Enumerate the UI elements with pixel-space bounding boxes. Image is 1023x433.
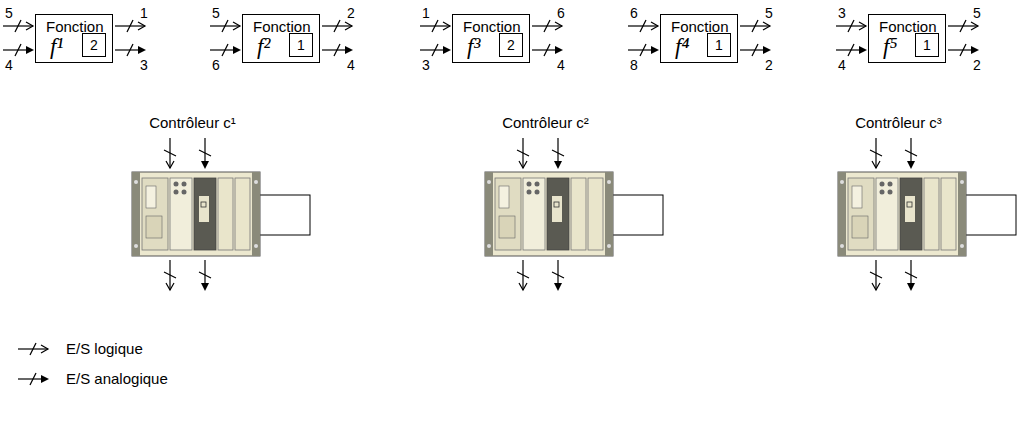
count-box: 2 (499, 33, 523, 57)
io-count: 5 (212, 6, 220, 21)
controller-name: Contrôleur c¹ (146, 114, 239, 132)
function-box: Fonctionf³2 (452, 14, 530, 63)
controller: Contrôleur c² (499, 114, 592, 132)
function-box: Fonctionf¹2 (35, 14, 113, 63)
function-box: Fonctionf⁴1 (660, 14, 738, 63)
io-count: 3 (140, 58, 148, 73)
function-box: Fonctionf⁵1 (868, 14, 946, 63)
function-box: Fonctionf²1 (242, 14, 320, 63)
count-number: 2 (90, 37, 98, 53)
controller-name: Contrôleur c³ (852, 114, 945, 132)
io-count: 2 (765, 58, 773, 73)
io-count: 4 (347, 58, 355, 73)
io-count: 1 (422, 6, 430, 21)
count-box: 1 (915, 33, 939, 57)
function-name: f⁴ (675, 35, 689, 59)
function-name: f¹ (50, 35, 63, 59)
count-box: 1 (707, 33, 731, 57)
io-count: 2 (973, 58, 981, 73)
io-count: 5 (765, 6, 773, 21)
io-count: 6 (557, 6, 565, 21)
io-count: 4 (557, 58, 565, 73)
count-number: 1 (297, 37, 305, 53)
count-number: 1 (715, 37, 723, 53)
io-count: 3 (422, 58, 430, 73)
io-count: 6 (212, 58, 220, 73)
io-count: 5 (5, 6, 13, 21)
io-count: 3 (838, 6, 846, 21)
io-count: 1 (140, 6, 148, 21)
count-box: 1 (289, 33, 313, 57)
legend-text: E/S logique (66, 340, 143, 358)
io-count: 2 (347, 6, 355, 21)
function-name: f³ (467, 35, 480, 59)
count-number: 2 (507, 37, 515, 53)
controller: Contrôleur c³ (852, 114, 945, 132)
io-count: 6 (630, 6, 638, 21)
count-box: 2 (82, 33, 106, 57)
controller: Contrôleur c¹ (146, 114, 239, 132)
io-count: 4 (5, 58, 13, 73)
function-name: f⁵ (883, 35, 897, 59)
function-name: f² (257, 35, 270, 59)
legend-text: E/S analogique (66, 370, 168, 388)
io-count: 8 (630, 58, 638, 73)
count-number: 1 (923, 37, 931, 53)
io-count: 5 (973, 6, 981, 21)
controller-name: Contrôleur c² (499, 114, 592, 132)
io-count: 4 (838, 58, 846, 73)
